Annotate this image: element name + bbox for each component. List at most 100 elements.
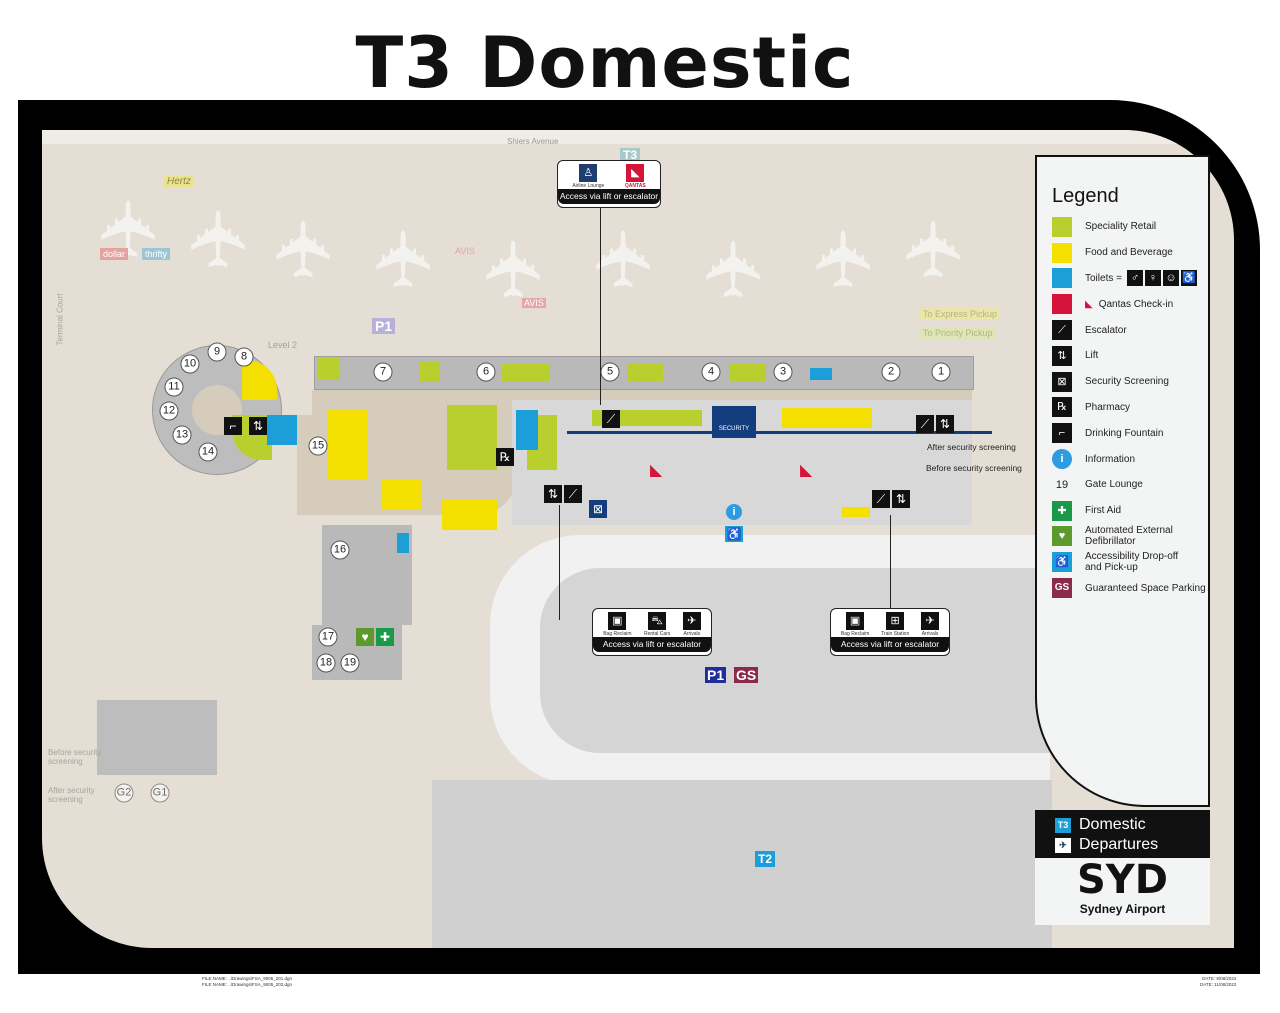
retail-area[interactable]: [627, 364, 663, 382]
aed-icon: ♥: [1052, 526, 1072, 547]
airline-lounge-icon: ♙: [579, 164, 598, 182]
sydney-airport-logo: SYD Sydney Airport: [1035, 858, 1210, 925]
after-security-label: After security screening: [927, 442, 1016, 452]
callout-label: Bag Reclaim: [840, 631, 870, 637]
gate-13[interactable]: 13: [172, 425, 192, 445]
gate-11[interactable]: 11: [164, 377, 184, 397]
date-1: DATE: 9/08/2022: [1202, 976, 1237, 981]
aircraft-icon: ✈: [260, 216, 349, 282]
food-beverage-area[interactable]: [842, 507, 870, 517]
qantas-logo-icon: ◣: [1085, 298, 1093, 310]
gate-12[interactable]: 12: [159, 401, 179, 421]
bag-reclaim-icon: ▣: [608, 612, 627, 630]
car-park-p1[interactable]: [540, 568, 1050, 753]
rental-cars-icon: ⛍: [648, 612, 667, 630]
retail-area[interactable]: [447, 405, 497, 470]
qantas-checkin-icon: ◣: [650, 462, 663, 479]
retail-area[interactable]: [318, 358, 340, 380]
legend-label: Pharmacy: [1085, 401, 1131, 413]
gate-14[interactable]: 14: [198, 442, 218, 462]
date-2: DATE: 11/08/2022: [1200, 982, 1237, 987]
gate-3[interactable]: 3: [773, 362, 793, 382]
file-name-2: FILE NAME: ..\Drawings\FSA_9005_202.dgn: [202, 982, 293, 987]
legend-label: Drinking Fountain: [1085, 427, 1164, 439]
sydney-airport-name: Sydney Airport: [1079, 902, 1166, 916]
legend-label: Gate Lounge: [1085, 479, 1143, 491]
toilets-area[interactable]: [267, 415, 297, 445]
gate-4[interactable]: 4: [701, 362, 721, 382]
lift-icon: ⇅: [544, 485, 562, 503]
gs-icon: GS: [1052, 578, 1072, 599]
gs-sign: GS: [734, 667, 759, 683]
gate-17[interactable]: 17: [318, 627, 338, 647]
aircraft-icon: ✈: [580, 226, 669, 292]
gate-g2[interactable]: G2: [114, 783, 134, 803]
gate-10[interactable]: 10: [180, 354, 200, 374]
toilets-area[interactable]: [397, 533, 409, 553]
gate-16[interactable]: 16: [330, 540, 350, 560]
food-beverage-area[interactable]: [782, 408, 872, 428]
retail-area[interactable]: [420, 362, 440, 382]
regional-after-security-label: After security screening: [48, 786, 95, 804]
security-screening-icon: ⊠: [1052, 371, 1072, 392]
gate-5[interactable]: 5: [600, 362, 620, 382]
legend-label: Toilets =: [1085, 272, 1122, 284]
retail-area[interactable]: [730, 364, 766, 382]
toilets-area[interactable]: [810, 368, 832, 380]
gate-9[interactable]: 9: [207, 342, 227, 362]
p1-sign: P1: [705, 667, 727, 683]
security-label: SECURITY: [718, 426, 750, 432]
gate-2[interactable]: 2: [881, 362, 901, 382]
pharmacy-icon: ℞: [496, 448, 514, 466]
legend-label: Escalator: [1085, 324, 1127, 336]
drinking-fountain-icon: ⌐: [1052, 423, 1072, 444]
t3-badge: T3: [1055, 817, 1071, 833]
legend-item: ◣Qantas Check-in: [1037, 291, 1208, 317]
food-beverage-area[interactable]: [327, 410, 367, 480]
gate-18[interactable]: 18: [316, 653, 336, 673]
gate-19[interactable]: 19: [340, 653, 360, 673]
gate-6[interactable]: 6: [476, 362, 496, 382]
shiers-avenue-label: Shiers Avenue: [507, 137, 559, 146]
legend-label: Accessibility Drop-off and Pick-up: [1085, 551, 1179, 574]
food-beverage-area[interactable]: [242, 360, 277, 400]
legend-item: Speciality Retail: [1037, 214, 1208, 240]
callout-note: Access via lift or escalator: [558, 189, 660, 204]
aircraft-icon: ✈: [470, 236, 559, 302]
avis-label: AVIS: [455, 246, 475, 256]
security-screening-area[interactable]: SECURITY: [712, 406, 756, 438]
arrivals-icon: ✈: [682, 612, 701, 630]
gate-7[interactable]: 7: [373, 362, 393, 382]
callout-airline-lounge: ♙Airline Lounge ◣QANTAS Access via lift …: [557, 160, 661, 208]
callout-label: Bag Reclaim: [603, 631, 632, 637]
legend-item: ⌐ Drinking Fountain: [1037, 420, 1208, 446]
retail-area[interactable]: [502, 364, 550, 382]
lift-icon: ⇅: [892, 490, 910, 508]
callout-note: Access via lift or escalator: [593, 637, 711, 652]
food-beverage-area[interactable]: [382, 480, 422, 510]
security-screening-icon: ⊠: [589, 500, 607, 518]
footer-dates: DATE: 9/08/2022 DATE: 11/08/2022: [1200, 976, 1236, 988]
accessibility-icon: ♿: [1052, 552, 1072, 573]
toilets-area[interactable]: [516, 410, 538, 450]
food-beverage-area[interactable]: [442, 500, 497, 530]
escalator-icon: ⟋: [602, 410, 620, 428]
escalator-icon: ⟋: [1052, 320, 1072, 341]
regional-before-security-label: Before security screening: [48, 748, 102, 766]
callout-leader: [600, 205, 601, 405]
gate-8[interactable]: 8: [234, 347, 254, 367]
legend-label: Speciality Retail: [1085, 221, 1157, 233]
gate-15[interactable]: 15: [308, 436, 328, 456]
information-icon[interactable]: i: [726, 504, 742, 520]
gate-1[interactable]: 1: [931, 362, 951, 382]
toilets-swatch: [1052, 268, 1072, 289]
legend-item: ⟋ Escalator: [1037, 317, 1208, 343]
security-boundary-line: [567, 431, 992, 434]
callout-arrivals-right: ▣Bag Reclaim ⊞Train Station ✈Arrivals Ac…: [830, 608, 950, 656]
gate-g1[interactable]: G1: [150, 783, 170, 803]
shiers-avenue-road: [42, 130, 1234, 144]
p1-sign: P1: [372, 318, 396, 334]
